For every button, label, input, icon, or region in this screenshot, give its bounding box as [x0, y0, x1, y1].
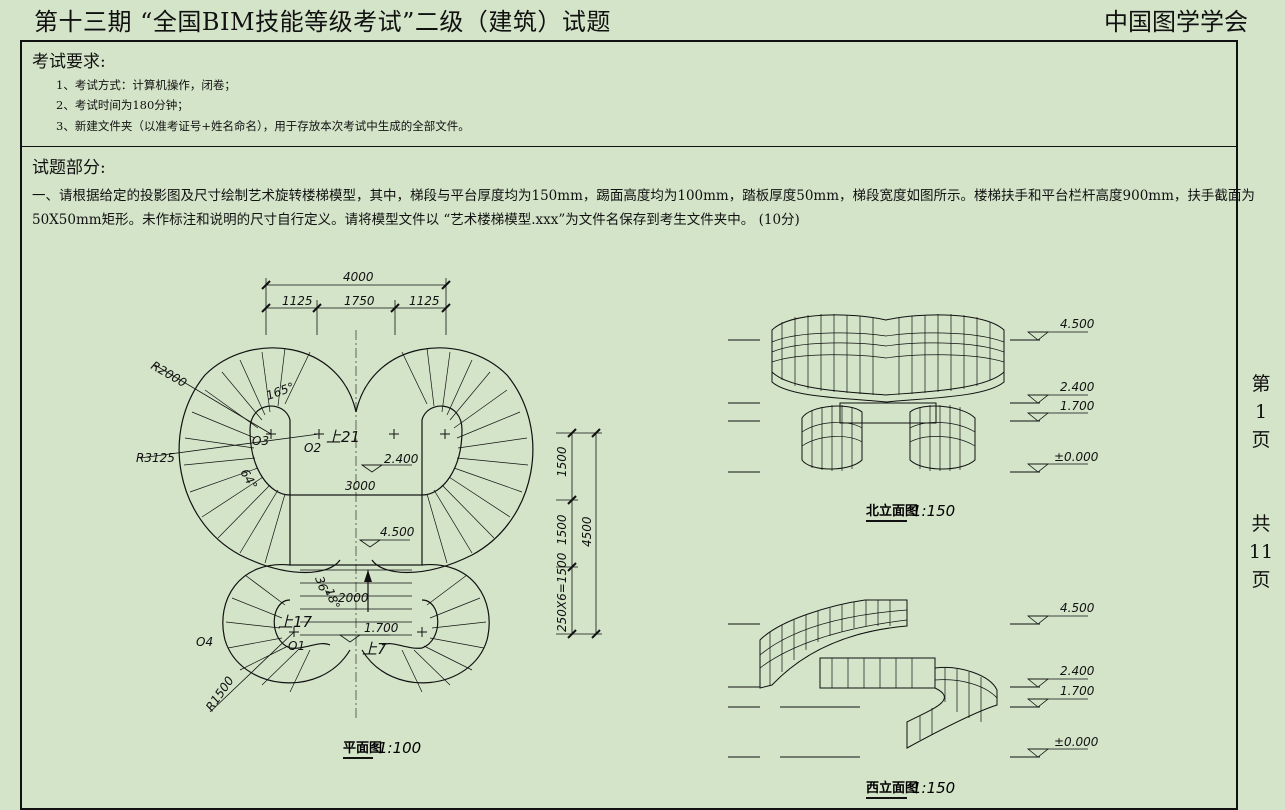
dim-total-width: 4000 [343, 270, 374, 284]
west-level-0: ±0.000 [1054, 735, 1099, 749]
radius-leader-r3125 [139, 433, 320, 459]
right-dimensions [556, 428, 602, 639]
level-4500: 4.500 [380, 525, 415, 539]
upper-left-inner-well [249, 405, 291, 496]
west-level-2400: 2.400 [1060, 664, 1095, 678]
vdim-1500-a: 1500 [555, 446, 569, 477]
north-mid-platform [839, 402, 937, 424]
west-mid-platform [819, 657, 936, 689]
north-level-marks [1026, 331, 1088, 473]
organization-name: 中国图学学会 [1104, 8, 1248, 36]
page-char: 第 [1251, 373, 1271, 395]
angle-36: 36° [312, 574, 332, 599]
up-17-label: 上17 [278, 613, 313, 631]
north-level-2400: 2.400 [1060, 380, 1095, 394]
west-title-block: 西立面图 1:150 [866, 779, 955, 799]
lower-right-treads [401, 574, 487, 693]
up-7-label: 上7 [362, 640, 387, 658]
level-mark-4500 [358, 539, 382, 548]
radius-r3125: R3125 [136, 451, 175, 465]
lower-right-lobe-outer [361, 564, 490, 684]
lower-left-lobe-outer [222, 564, 351, 684]
lower-left-treads [225, 574, 311, 693]
radius-r1500: R1500 [203, 674, 237, 714]
page-number: 1 [1254, 401, 1268, 423]
section-divider [20, 146, 1238, 147]
floor-plan-drawing [139, 278, 602, 720]
requirement-item: 3、新建文件夹（以准考证号+姓名命名），用于存放本次考试中生成的全部文件。 [56, 119, 470, 133]
vdim-1500-b: 1500 [555, 514, 569, 545]
center-o3: O3 [252, 434, 269, 448]
north-elevation-labels: 4.500 2.400 1.700 ±0.000 [1054, 317, 1099, 464]
west-level-4500: 4.500 [1060, 601, 1095, 615]
upper-right-treads [401, 347, 529, 564]
vdim-4500: 4500 [580, 516, 594, 547]
west-balusters [759, 600, 998, 740]
page-indicator: 第 1 页 共 11 页 [1247, 370, 1275, 594]
center-o4: O4 [196, 635, 213, 649]
questions-heading: 试题部分: [32, 158, 106, 178]
center-o1: O1 [288, 639, 305, 653]
angle-64: 64° [237, 467, 260, 492]
west-elevation-title: 西立面图 [866, 780, 918, 796]
upper-railing-ring [771, 314, 1005, 396]
level-mark-1700 [338, 634, 362, 643]
north-elevation-drawing [728, 314, 1088, 473]
radius-leader-r2000 [154, 364, 272, 435]
west-upper-flight [759, 599, 908, 689]
north-level-4500: 4.500 [1060, 317, 1095, 331]
requirements-heading: 考试要求: [32, 52, 106, 72]
plan-scale: 1:100 [378, 739, 421, 757]
level-1700: 1.700 [364, 621, 399, 635]
upper-balusters [771, 314, 1005, 395]
north-elevation-scale: 1:150 [912, 502, 955, 520]
lower-right-spiral [909, 405, 976, 470]
lower-left-spiral [801, 405, 863, 470]
north-level-1700: 1.700 [1060, 399, 1095, 413]
lower-left-inner [273, 599, 331, 649]
requirement-item: 1、考试方式：计算机操作，闭卷； [56, 78, 236, 92]
upper-left-lobe-outer [178, 347, 357, 573]
dim-mid-seg: 1750 [344, 294, 375, 308]
center-o2: O2 [304, 441, 321, 455]
angle-165: 165° [264, 380, 296, 403]
requirement-item: 2、考试时间为180分钟； [56, 98, 189, 112]
page-char: 页 [1251, 429, 1271, 451]
question-line-1: 一、请根据给定的投影图及尺寸绘制艺术旋转楼梯模型，其中，梯段与平台厚度均为150… [32, 188, 1255, 204]
plan-title: 平面图 [343, 741, 382, 756]
north-level-0: ±0.000 [1054, 450, 1099, 464]
dim-left-seg: 1125 [282, 294, 313, 308]
north-elevation-title: 北立面图 [866, 503, 918, 519]
upper-left-treads [183, 347, 311, 564]
total-char: 共 [1251, 513, 1271, 535]
radius-leader-r1500 [209, 631, 295, 713]
dim-right-seg: 1125 [409, 294, 440, 308]
upper-right-lobe-outer [355, 347, 534, 573]
level-mark-2400 [360, 464, 384, 473]
plan-title-block: 平面图 1:100 [343, 739, 421, 759]
west-level-marks [1026, 615, 1088, 758]
west-elevation-labels: 4.500 2.400 1.700 ±0.000 [1054, 601, 1099, 749]
exam-title: 第十三期 “全国BIM技能等级考试”二级（建筑）试题 [34, 8, 611, 36]
total-pages: 11 [1248, 541, 1274, 563]
west-lower-flight [906, 666, 998, 749]
up-21-label: 上21 [326, 428, 360, 446]
platform-width: 3000 [345, 479, 376, 493]
level-2400: 2.400 [384, 452, 419, 466]
radius-r2000: R2000 [149, 358, 190, 390]
top-dimensions [261, 278, 451, 335]
question-line-2: 50X50mm矩形。未作标注和说明的尺寸自行定义。请将模型文件以 “艺术楼梯模型… [32, 212, 800, 228]
lower-right-inner [381, 599, 439, 649]
upper-right-inner-well [421, 405, 463, 496]
west-level-1700: 1.700 [1060, 684, 1095, 698]
west-elevation-drawing [728, 599, 1088, 758]
vdim-250x6: 250X6=1500 [555, 552, 569, 632]
north-title-block: 北立面图 1:150 [866, 502, 955, 522]
len-2000: 2000 [338, 591, 369, 605]
west-elevation-scale: 1:150 [912, 779, 955, 797]
angle-18: 18° [322, 586, 342, 611]
total-char: 页 [1251, 569, 1271, 591]
